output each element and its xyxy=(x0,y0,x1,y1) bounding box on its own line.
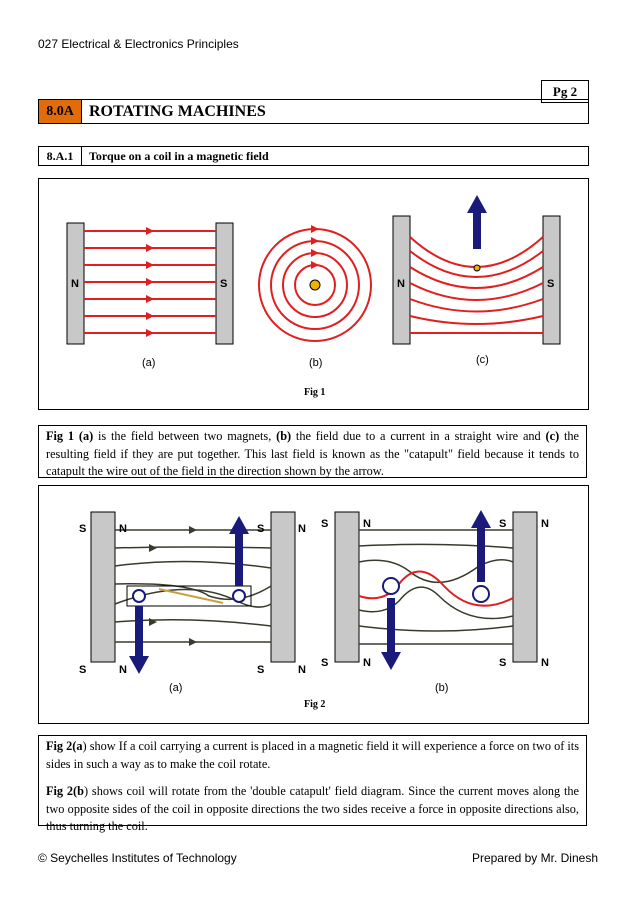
fig2a-label-s-bottom: S xyxy=(79,664,86,676)
fig2b-magnet-right xyxy=(512,511,538,663)
fig2a-force-up-arrow xyxy=(229,516,249,586)
fig2-desc-para2-bold: Fig 2(b xyxy=(46,784,84,798)
fig2a-label: (a) xyxy=(169,682,182,694)
fig1-frame: N S (a) (b) N S (c) Fig 1 xyxy=(38,178,589,410)
subsection-title-bar: 8.A.1 Torque on a coil in a magnetic fie… xyxy=(38,146,589,166)
fig1-desc-part0: Fig 1 xyxy=(46,429,79,443)
fig1c-magnet-s xyxy=(542,215,561,345)
fig2a-label-n-bottom: N xyxy=(119,664,127,676)
fig2a-label-n-top: N xyxy=(119,523,127,535)
section-number: 8.0A xyxy=(39,100,82,123)
fig1c-force-arrow xyxy=(467,195,487,249)
subsection-title: Torque on a coil in a magnetic field xyxy=(89,149,269,163)
fig1a-label-n: N xyxy=(71,278,79,290)
fig2b-force-up-arrow xyxy=(471,510,491,582)
fig1-desc-part5: (c) xyxy=(545,429,560,443)
fig1-description: Fig 1 (a) is the field between two magne… xyxy=(38,425,587,478)
fig1b-label: (b) xyxy=(309,357,322,369)
fig2b-label-n-top: N xyxy=(363,518,371,530)
fig2a-label-s-top: S xyxy=(79,523,86,535)
fig1c-label-s: S xyxy=(547,278,554,290)
fig2b-label: (b) xyxy=(435,682,448,694)
fig1b-wire xyxy=(309,279,321,291)
fig2-diagram: S N S N S N S N (a) S N S N xyxy=(79,510,549,694)
fig1a-label: (a) xyxy=(142,357,155,369)
fig2-desc-para2: Fig 2(b) shows coil will rotate from the… xyxy=(46,783,579,836)
fig1c-wire xyxy=(473,264,481,272)
footer-right: Prepared by Mr. Dinesh xyxy=(471,851,598,865)
subsection-number: 8.A.1 xyxy=(39,147,82,165)
fig1c-label: (c) xyxy=(476,354,489,366)
fig2a-force-down-arrow xyxy=(129,606,149,674)
fig2-desc-para1-bold: Fig 2(a xyxy=(46,739,83,753)
fig1a-label-s: S xyxy=(220,278,227,290)
fig2b-label-n-top-right: N xyxy=(541,518,549,530)
section-title-bar: 8.0A ROTATING MACHINES xyxy=(38,99,589,124)
fig2a-label-n-bottom-right: N xyxy=(298,664,306,676)
course-header: 027 Electrical & Electronics Principles xyxy=(38,37,239,51)
fig2b-label-n-bottom-right: N xyxy=(541,657,549,669)
fig2-desc-para1-text: ) show If a coil carrying a current is p… xyxy=(46,739,580,771)
fig1-desc-part3: (b) xyxy=(276,429,292,443)
fig2b-label-s-bottom: S xyxy=(321,657,328,669)
fig2b-force-down-arrow xyxy=(381,598,401,670)
fig1-desc-part1: (a) xyxy=(78,429,94,443)
fig2b-label-s-top: S xyxy=(321,518,328,530)
fig2-frame: S N S N S N S N (a) S N S N xyxy=(38,485,589,724)
fig1c-magnet-n xyxy=(392,215,411,345)
fig2a-label-n-top-right: N xyxy=(298,523,306,535)
footer-left: © Seychelles Institutes of Technology xyxy=(38,851,237,865)
fig2b-magnet-left xyxy=(334,511,360,663)
fig1c-field-lines xyxy=(409,236,544,334)
fig2b-coil-side-right xyxy=(472,585,490,603)
fig2-caption: Fig 2 xyxy=(304,699,326,710)
fig1-desc-part6: the resulting field if they are put toge… xyxy=(46,429,580,478)
fig1a-magnet-s xyxy=(215,222,234,345)
fig1-desc-part2: is the field between two magnets, xyxy=(93,429,277,443)
fig2-desc-para2-text: ) shows coil will rotate from the 'doubl… xyxy=(46,784,579,833)
fig2b-red-line xyxy=(358,570,514,607)
fig2a-coil xyxy=(126,585,252,607)
fig1-desc-part4: the field due to a current in a straight… xyxy=(291,429,546,443)
fig1a-magnet-n xyxy=(66,222,85,345)
fig1-caption: Fig 1 xyxy=(304,387,326,398)
fig1-diagram: N S (a) (b) N S (c) xyxy=(66,195,561,369)
fig2a-coil-side-right xyxy=(232,589,246,603)
fig2a-magnet-left xyxy=(90,511,116,663)
fig2b-label-s-bottom-right: S xyxy=(499,657,506,669)
section-title: ROTATING MACHINES xyxy=(89,103,266,120)
fig2a-label-s-bottom-right: S xyxy=(257,664,264,676)
fig1c-label-n: N xyxy=(397,278,405,290)
fig2a-magnet-right xyxy=(270,511,296,663)
fig2a-label-s-top-right: S xyxy=(257,523,264,535)
fig2b-coil-side-left xyxy=(382,577,400,595)
fig2b-label-n-bottom: N xyxy=(363,657,371,669)
fig2-desc-para1: Fig 2(a) show If a coil carrying a curre… xyxy=(46,738,579,773)
fig2a-coil-side-left xyxy=(132,589,146,603)
page-number: Pg 2 xyxy=(541,80,589,103)
fig2b-label-s-top-right: S xyxy=(499,518,506,530)
fig2-description: Fig 2(a) show If a coil carrying a curre… xyxy=(38,735,587,833)
